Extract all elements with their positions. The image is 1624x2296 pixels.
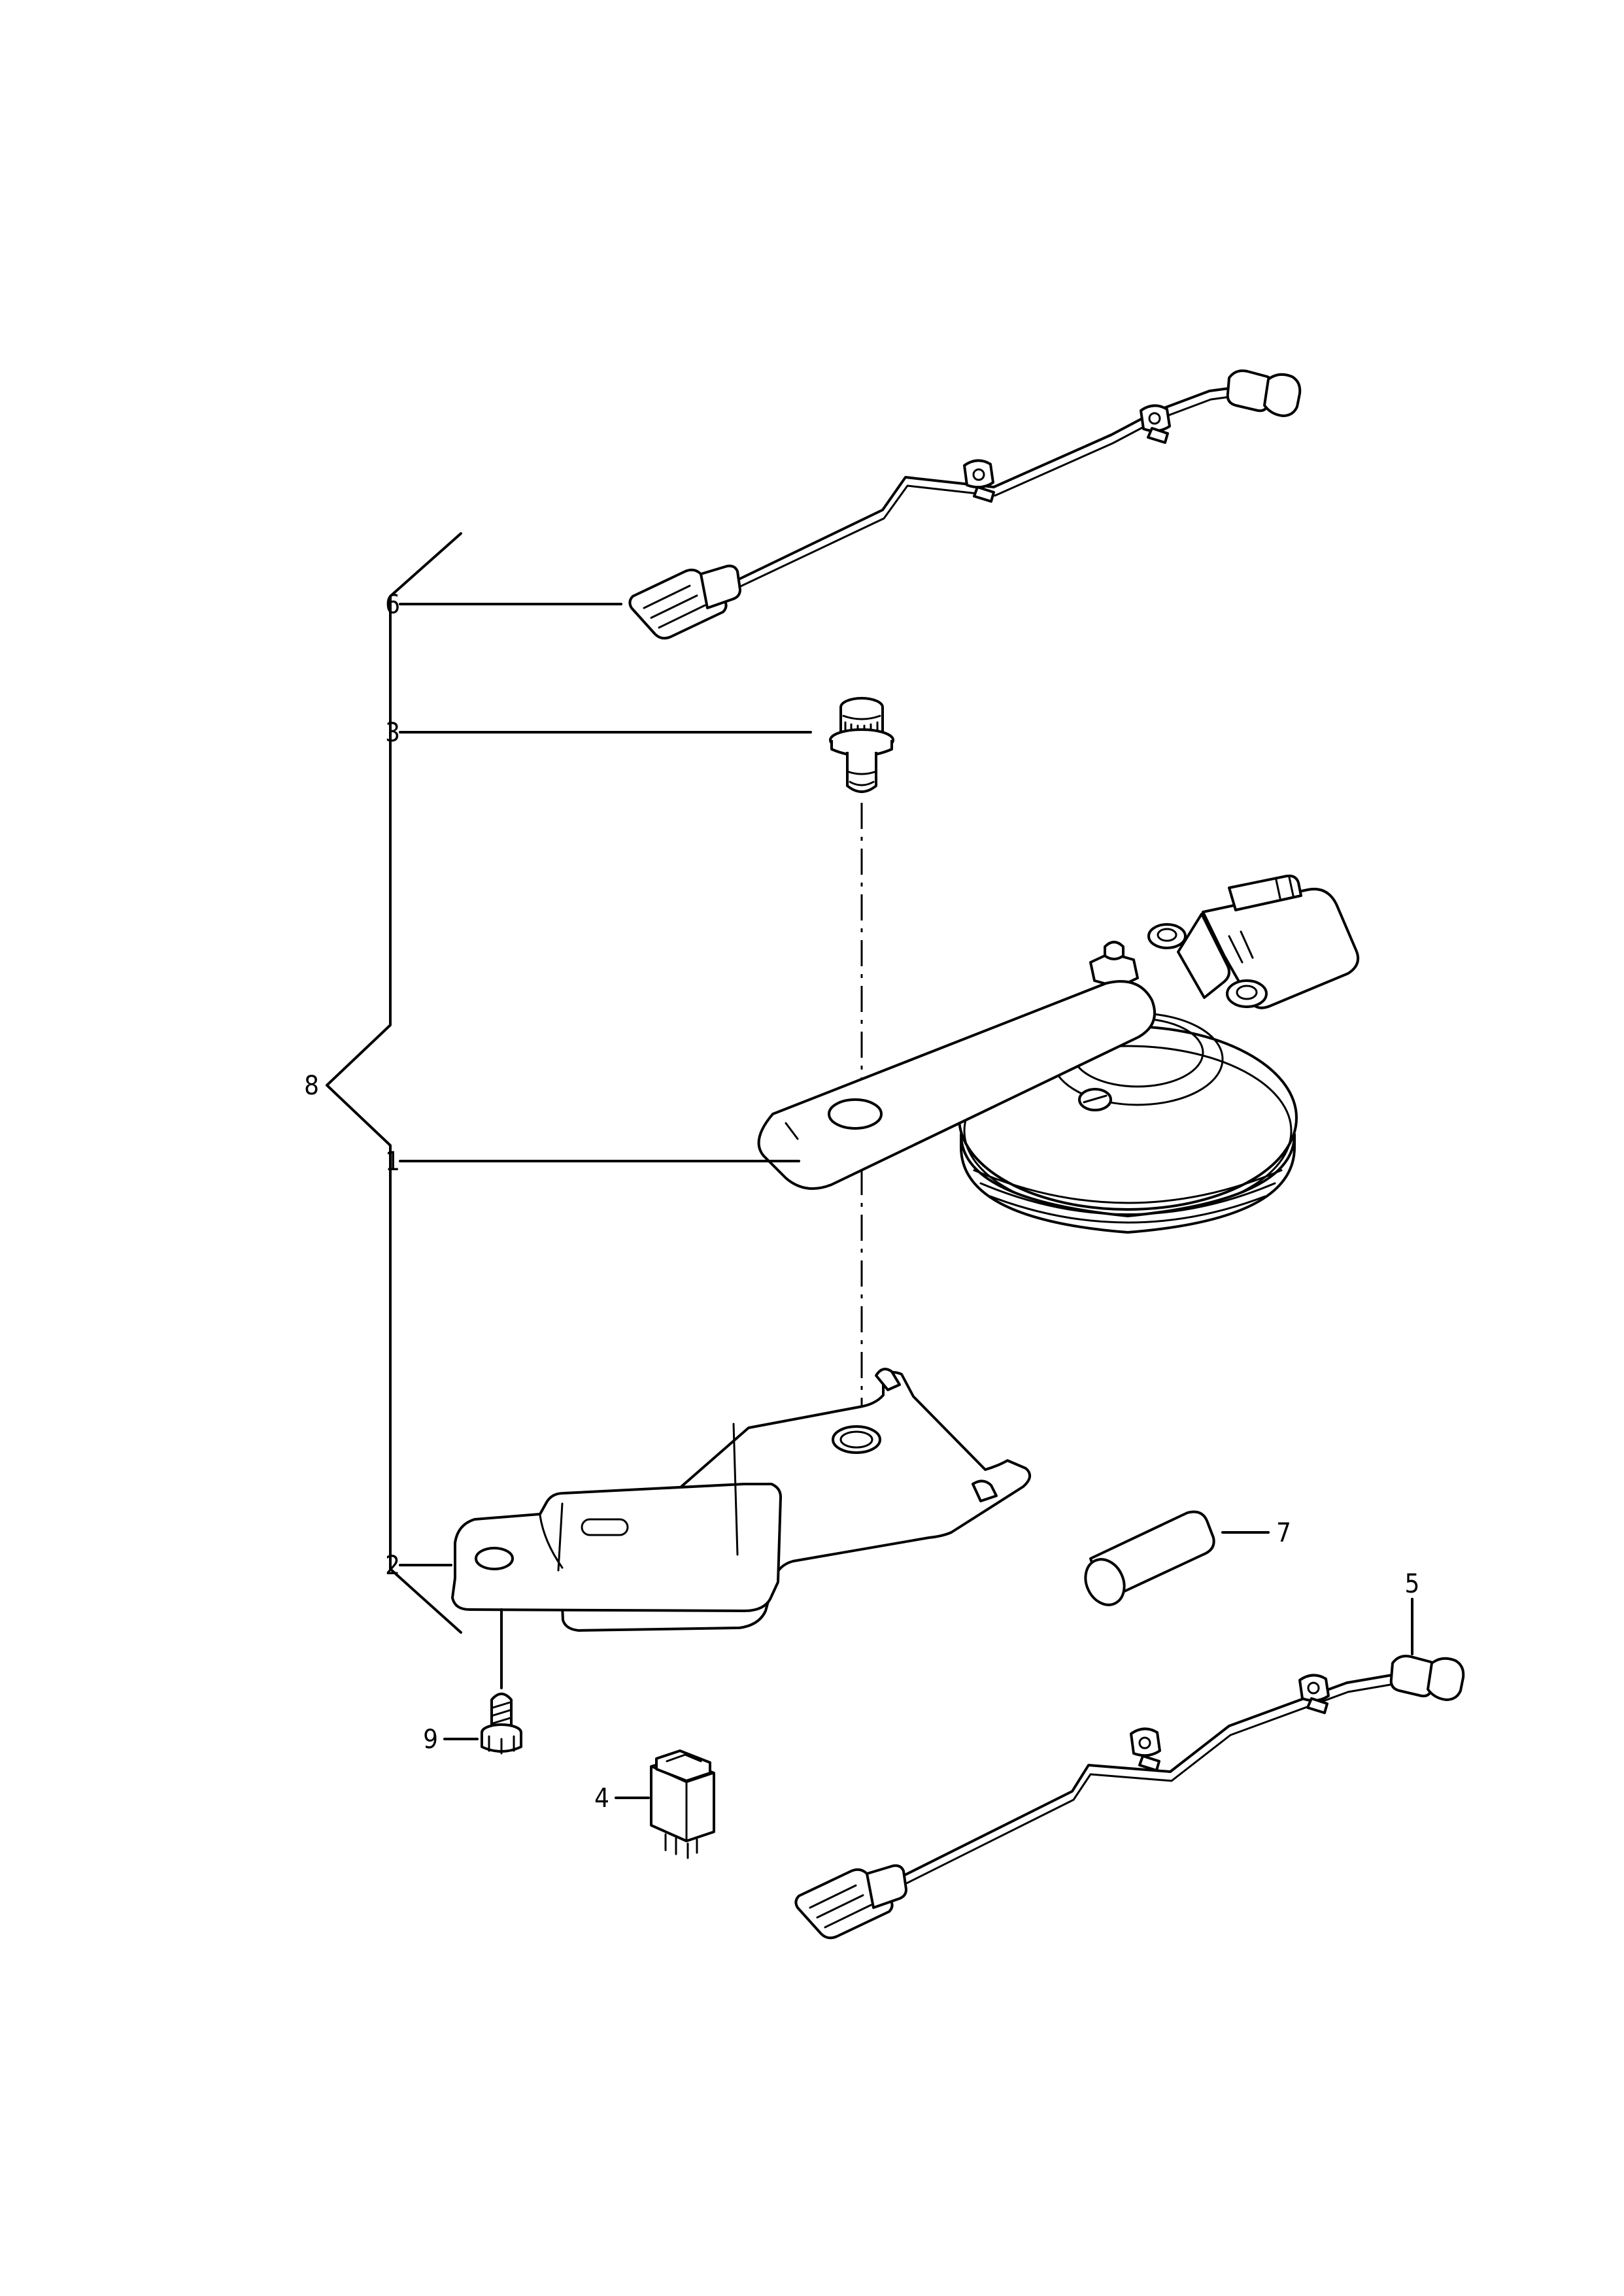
callout-label-5: 5 (1405, 1569, 1420, 1599)
callout-label-8: 8 (304, 1071, 319, 1101)
wiring-harness-6: 6 (385, 369, 1302, 640)
horn-1: 1 (385, 874, 1359, 1234)
harness-6-plug-connector (628, 564, 741, 640)
harness-5-plug-connector (794, 1864, 907, 1940)
wiring-harness-5: 5 (794, 1569, 1465, 1940)
assembly-bracket-8: 8 (304, 532, 462, 1634)
callout-label-2: 2 (385, 1551, 400, 1581)
callout-label-6: 6 (385, 590, 400, 620)
callout-label-4: 4 (594, 1783, 609, 1814)
callout-label-7: 7 (1276, 1518, 1291, 1548)
callout-label-3: 3 (385, 718, 400, 748)
callout-label-1: 1 (385, 1147, 400, 1177)
callout-label-9: 9 (423, 1725, 438, 1755)
sleeve-7: 7 (1084, 1510, 1291, 1606)
relay-4: 4 (594, 1749, 715, 1859)
mounting-bracket-2: 2 (385, 1368, 1031, 1632)
harness-6-right-connector (1226, 369, 1302, 417)
harness-5-right-connector (1389, 1655, 1465, 1701)
bolt-3: 3 (385, 697, 894, 793)
screw-9: 9 (423, 1608, 522, 1755)
